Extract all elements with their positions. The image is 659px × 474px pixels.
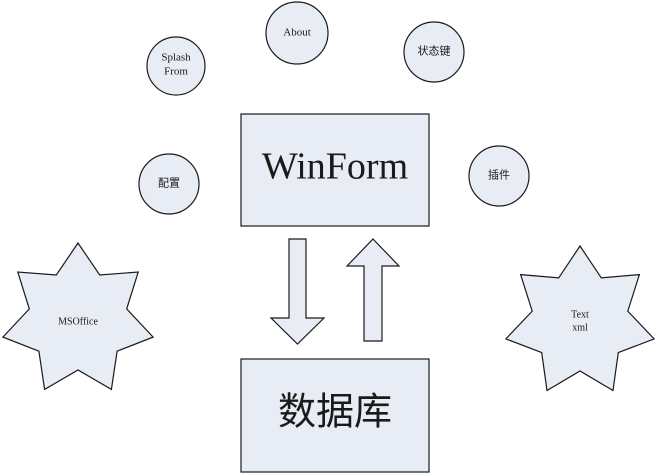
star-msoffice-shape (1, 241, 155, 391)
star-msoffice: MSOffice (1, 241, 155, 391)
database-label: 数据库 (278, 392, 392, 434)
circle-status-bar: 状态键 (403, 21, 465, 83)
database-box: 数据库 (240, 358, 430, 473)
winform-box-shape (240, 113, 430, 227)
circle-config-shape (138, 153, 200, 215)
star-text-xml-shape (504, 244, 656, 392)
msoffice-label: MSOffice (58, 316, 98, 327)
circle-about-shape (265, 1, 329, 65)
text-xml-label-line2: xml (572, 322, 588, 333)
config-label: 配置 (158, 177, 180, 190)
splash-label-line2: From (164, 66, 188, 78)
circle-splash-from: Splash From (146, 36, 206, 96)
status-bar-label: 状态键 (418, 44, 451, 58)
arrow-up (345, 238, 401, 342)
database-box-shape (240, 358, 430, 473)
text-xml-label-line1: Text (571, 309, 589, 320)
circle-plugin: 插件 (468, 145, 530, 207)
splash-label-line1: Splash (161, 52, 191, 64)
arrow-down (269, 238, 326, 345)
star-text-xml: Text xml (504, 244, 656, 392)
winform-box: WinForm (240, 113, 430, 227)
circle-plugin-shape (468, 145, 530, 207)
circle-config: 配置 (138, 153, 200, 215)
circle-status-shape (403, 21, 465, 83)
winform-label: WinForm (262, 146, 408, 188)
plugin-label: 插件 (488, 168, 510, 182)
circle-splash-shape (146, 36, 206, 96)
about-label: About (283, 27, 311, 39)
circle-about: About (265, 1, 329, 65)
